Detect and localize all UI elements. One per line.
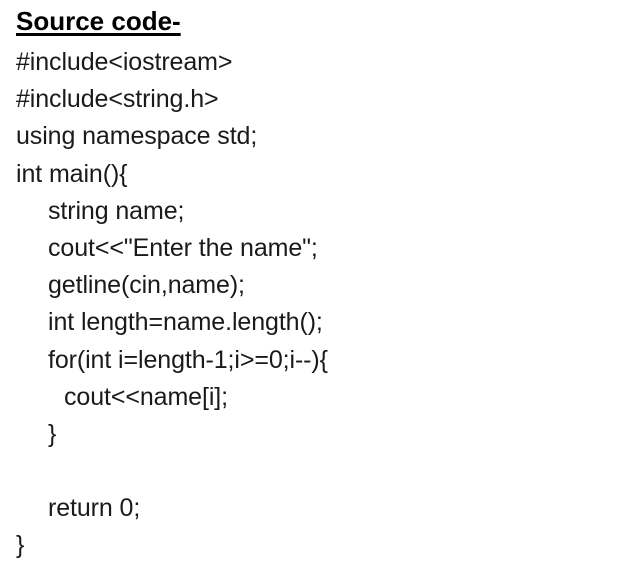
code-listing: #include<iostream> #include<string.h> usin…: [0, 44, 634, 565]
code-line: }: [48, 419, 57, 448]
code-line: int length=name.length();: [48, 308, 323, 337]
code-line: return 0;: [48, 494, 141, 523]
code-line: int main(){: [16, 159, 128, 188]
code-line: #include<string.h>: [16, 85, 219, 114]
code-line: getline(cin,name);: [48, 271, 245, 300]
code-line: cout<<name[i];: [64, 382, 228, 411]
code-line: cout<<"Enter the name";: [48, 233, 318, 262]
code-line: for(int i=length-1;i>=0;i--){: [48, 345, 328, 374]
code-line: }: [16, 531, 25, 560]
code-blank-line: [0, 453, 634, 490]
code-line: string name;: [48, 196, 185, 225]
page-title: Source code-: [16, 6, 181, 36]
code-line: #include<iostream>: [16, 48, 233, 76]
code-line: using namespace std;: [16, 122, 258, 151]
